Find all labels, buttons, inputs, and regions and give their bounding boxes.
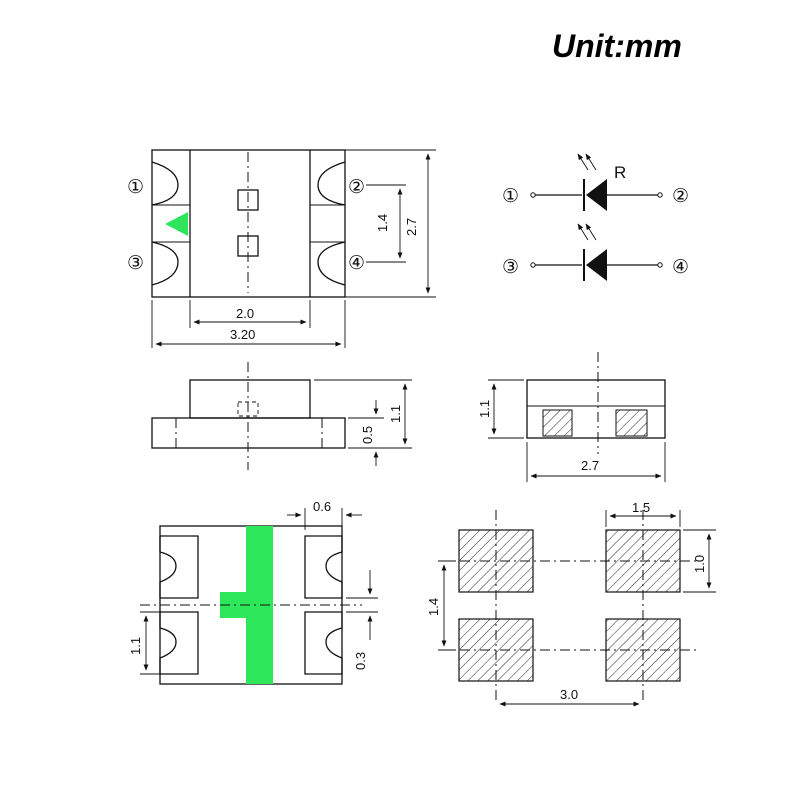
dim-total-height: 1.1 <box>388 405 403 423</box>
pin-3-label: ③ <box>127 253 144 274</box>
dim-land-pitch-v: 1.4 <box>426 598 441 616</box>
land-pattern: 1.5 1.0 1.4 3.0 <box>426 500 716 707</box>
pin-1-label: ① <box>127 177 144 198</box>
top-view: ① ③ ② ④ 2.0 3.20 1.4 2.7 <box>127 149 436 348</box>
dim-side-height: 1.1 <box>477 400 492 418</box>
bottom-view: 0.6 1.1 0.3 <box>128 499 378 685</box>
schematic-pin-2: ② <box>672 186 689 207</box>
dim-pin-pitch: 1.4 <box>375 214 390 232</box>
side-view: 1.1 2.7 <box>477 352 666 482</box>
polarity-triangle <box>165 212 188 236</box>
dim-pad-pitch: 1.1 <box>128 637 143 655</box>
dim-lens-width: 2.0 <box>236 306 254 321</box>
dim-body-height: 2.7 <box>404 218 419 236</box>
schematic-pin-4: ④ <box>672 257 689 278</box>
dim-land-pitch-h: 3.0 <box>560 687 578 702</box>
dim-land-width: 1.5 <box>632 500 650 515</box>
front-view: 0.5 1.1 <box>151 362 412 470</box>
unit-title: Unit:mm <box>552 28 682 64</box>
dim-gap: 0.3 <box>353 652 368 670</box>
dim-pad-width: 0.6 <box>313 499 331 514</box>
diode-r-icon <box>530 153 663 211</box>
red-led-label: R <box>614 163 626 182</box>
dim-land-height: 1.0 <box>692 555 707 573</box>
schematic-pin-1: ① <box>502 186 519 207</box>
dim-body-width: 3.20 <box>230 327 255 342</box>
pin-2-label: ② <box>348 177 365 198</box>
schematic-pin-3: ③ <box>502 257 519 278</box>
schematic: ① ② ③ ④ R <box>502 153 689 281</box>
dim-base-height: 0.5 <box>360 426 375 444</box>
pin-4-label: ④ <box>348 253 365 274</box>
diode-g-icon <box>530 223 663 281</box>
dim-side-width: 2.7 <box>581 458 599 473</box>
